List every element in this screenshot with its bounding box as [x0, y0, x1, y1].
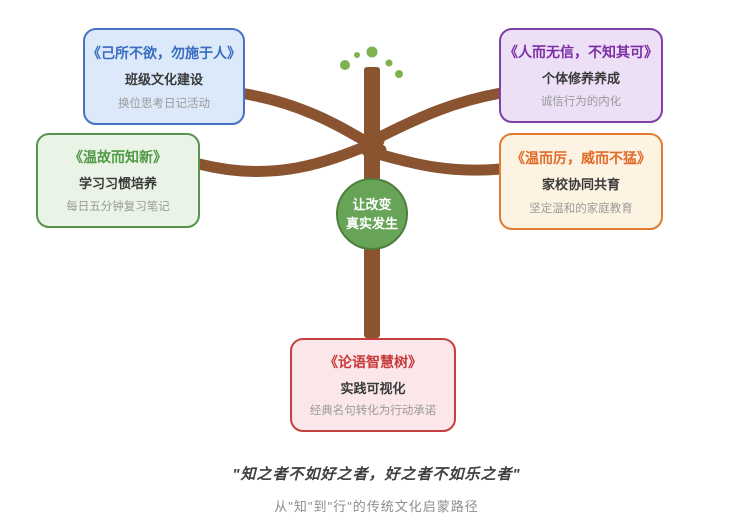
- card-personal-cultivation: 《人而无信，不知其可》 个体修养养成 诚信行为的内化: [499, 28, 663, 123]
- card-note: 坚定温和的家庭教育: [529, 202, 633, 215]
- footer-quote: "知之者不如好之者，好之者不如乐之者": [232, 466, 521, 483]
- card-title: 《人而无信，不知其可》: [504, 44, 658, 60]
- branch-to-classroom-card: [240, 88, 387, 156]
- footer-caption: 从"知"到"行"的传统文化启蒙路径: [274, 499, 479, 514]
- card-subtitle: 个体修养养成: [541, 71, 620, 86]
- card-subtitle: 班级文化建设: [124, 72, 203, 87]
- card-note: 每日五分钟复习笔记: [66, 201, 170, 213]
- card-title: 《温而厉，威而不猛》: [511, 149, 651, 166]
- card-note: 经典名句转化为行动承诺: [309, 405, 437, 418]
- center-goal-line1: 让改变: [352, 197, 392, 212]
- card-note: 换位思考日记活动: [118, 97, 210, 110]
- card-classroom-culture: 《己所不欲，勿施于人》 班级文化建设 换位思考日记活动: [83, 28, 245, 125]
- card-title: 《己所不欲，勿施于人》: [87, 44, 241, 61]
- center-goal-node: 让改变 真实发生: [336, 178, 408, 250]
- card-study-habits: 《温故而知新》 学习习惯培养 每日五分钟复习笔记: [36, 133, 200, 228]
- card-family-school: 《温而厉，威而不猛》 家校协同共育 坚定温和的家庭教育: [499, 133, 663, 230]
- branch-to-study-card: [193, 135, 385, 178]
- card-note: 诚信行为的内化: [540, 96, 622, 108]
- card-title: 《温故而知新》: [69, 149, 167, 165]
- bud-dot: [366, 46, 378, 58]
- bud-dot: [354, 52, 360, 58]
- bud-dot: [385, 59, 393, 67]
- bud-dot: [395, 70, 403, 78]
- branch-to-family-card: [361, 145, 507, 176]
- bud-dot: [340, 60, 350, 70]
- card-title: 《论语智慧树》: [324, 353, 422, 370]
- center-goal-line2: 真实发生: [345, 216, 398, 231]
- card-subtitle: 家校协同共育: [541, 177, 620, 192]
- card-subtitle: 实践可视化: [340, 380, 406, 396]
- card-subtitle: 学习习惯培养: [78, 176, 157, 191]
- card-practice-visualization: 《论语智慧树》 实践可视化 经典名句转化为行动承诺: [290, 338, 456, 432]
- branch-to-personal-card: [361, 87, 507, 149]
